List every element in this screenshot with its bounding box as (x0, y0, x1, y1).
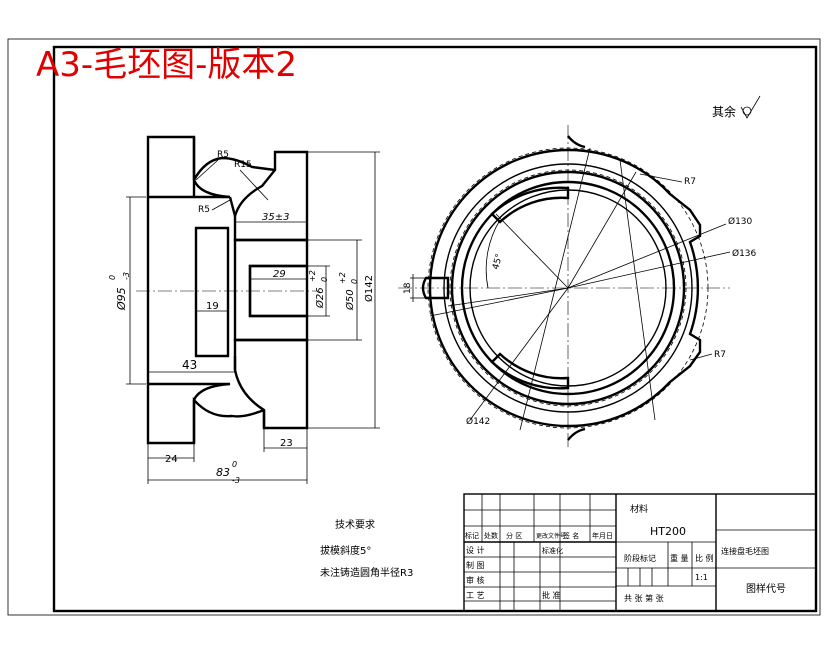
roughness-note: 其余 (712, 95, 761, 119)
dim-83: 83 (216, 466, 230, 479)
dim-phi95-tol-lower: -3 (122, 272, 131, 280)
dim-r15: R15 (234, 160, 252, 170)
section-hatch-web (233, 238, 309, 342)
dim-24: 24 (165, 454, 178, 465)
rev-header-count: 处数 (484, 531, 498, 540)
ring-inner (460, 180, 676, 396)
row-drawing: 制 图 (466, 560, 485, 570)
dim-phi95-tol-upper: 0 (108, 275, 117, 280)
dim-23: 23 (280, 438, 293, 449)
rev-header-docno: 更改文件号 (536, 532, 566, 540)
dim-35: 35±3 (262, 212, 289, 223)
roughness-check-icon (740, 95, 761, 119)
tech-notes-heading: 技术要求 (335, 518, 375, 531)
material-label: 材料 (630, 503, 648, 515)
ring-phi130 (450, 170, 686, 406)
section-hatch-top-flange (146, 135, 231, 199)
tech-notes: 技术要求 拔模斜度5° 未注铸造圆角半径R3 (320, 518, 413, 579)
approve-label: 批 准 (542, 590, 561, 600)
dim-phi136: Ø136 (732, 248, 757, 259)
dim-phi50-tol: +2 (338, 272, 347, 284)
section-hatch-bottom-flange (146, 382, 231, 445)
scale-label: 比 例 (695, 553, 714, 563)
dim-phi26-tol: +2 (308, 270, 317, 282)
ring-outer (443, 163, 693, 413)
upper-slot (490, 186, 570, 224)
dim-phi130: Ø130 (728, 216, 753, 227)
phi142-ref-circle (427, 147, 709, 429)
dim-width-18: 18 (403, 282, 413, 294)
rev-header-zone: 分 区 (506, 531, 522, 540)
dim-phi26: Ø26 (314, 287, 326, 309)
weight-label: 重 量 (670, 553, 689, 563)
end-view-left-rim (428, 148, 569, 428)
section-inner-cavity (194, 226, 230, 358)
rev-header-mark: 标记 (465, 531, 479, 540)
scale-value: 1:1 (695, 573, 708, 582)
stage-label: 阶段标记 (624, 553, 656, 563)
dim-83-tol-upper: 0 (232, 460, 237, 469)
dim-29: 29 (273, 269, 286, 280)
revision-headers: 标记 处数 分 区 更改文件号 签 名 年月日 (465, 531, 613, 540)
drawing-no-label: 图样代号 (746, 582, 786, 595)
dim-r5-mid: R5 (198, 205, 210, 215)
tech-notes-line1: 拔模斜度5° (320, 544, 371, 557)
dim-phi50-tol-lower: 0 (350, 279, 359, 284)
tech-notes-line2: 未注铸造圆角半径R3 (320, 566, 413, 579)
row-design: 设 计 (466, 545, 485, 555)
rev-header-date: 年月日 (592, 531, 613, 540)
standardize-label: 标准化 (542, 546, 563, 555)
dim-r5-top: R5 (217, 150, 229, 160)
part-name: 连接盘毛坯图 (721, 546, 769, 556)
title-block: 材料 HT200 阶段标记 重 量 比 例 1:1 共 张 第 张 连接盘毛坯图… (463, 493, 817, 612)
dim-phi50: Ø50 (344, 289, 356, 311)
end-view-right-lobes (567, 148, 702, 428)
section-hatch-bottom-hub (233, 338, 309, 430)
dim-r7-bottom: R7 (714, 350, 726, 360)
sheet-title: A3-毛坯图-版本2 (36, 45, 297, 85)
dim-43: 43 (182, 358, 197, 372)
dim-phi142-right: Ø142 (466, 416, 490, 427)
outer-border (7, 38, 821, 616)
dim-angle-45: 45° (491, 253, 505, 271)
dim-phi26-tol-lower: 0 (320, 277, 329, 282)
phi130-ref-circle (449, 169, 687, 407)
roughness-label: 其余 (712, 104, 736, 119)
end-view: R7 Ø130 Ø136 R7 Ø142 45° 18 (398, 125, 757, 450)
inner-frame (52, 45, 818, 613)
key-slot (421, 276, 450, 300)
row-check: 审 核 (466, 575, 485, 585)
material-value: HT200 (650, 525, 686, 538)
dim-19: 19 (206, 301, 219, 312)
sheet-count: 共 张 第 张 (624, 593, 664, 603)
rev-header-sign: 签 名 (563, 531, 579, 540)
row-process: 工 艺 (466, 591, 485, 600)
dim-r7-top: R7 (684, 177, 696, 187)
dim-phi142-left: Ø142 (363, 275, 375, 302)
dim-phi95: Ø95 (115, 287, 128, 311)
lower-slot (490, 352, 570, 390)
dim-83-tol-lower: -3 (232, 476, 240, 485)
section-view: R5 R15 R5 35±3 29 19 43 24 23 83 0 -3 Ø9… (108, 135, 380, 485)
